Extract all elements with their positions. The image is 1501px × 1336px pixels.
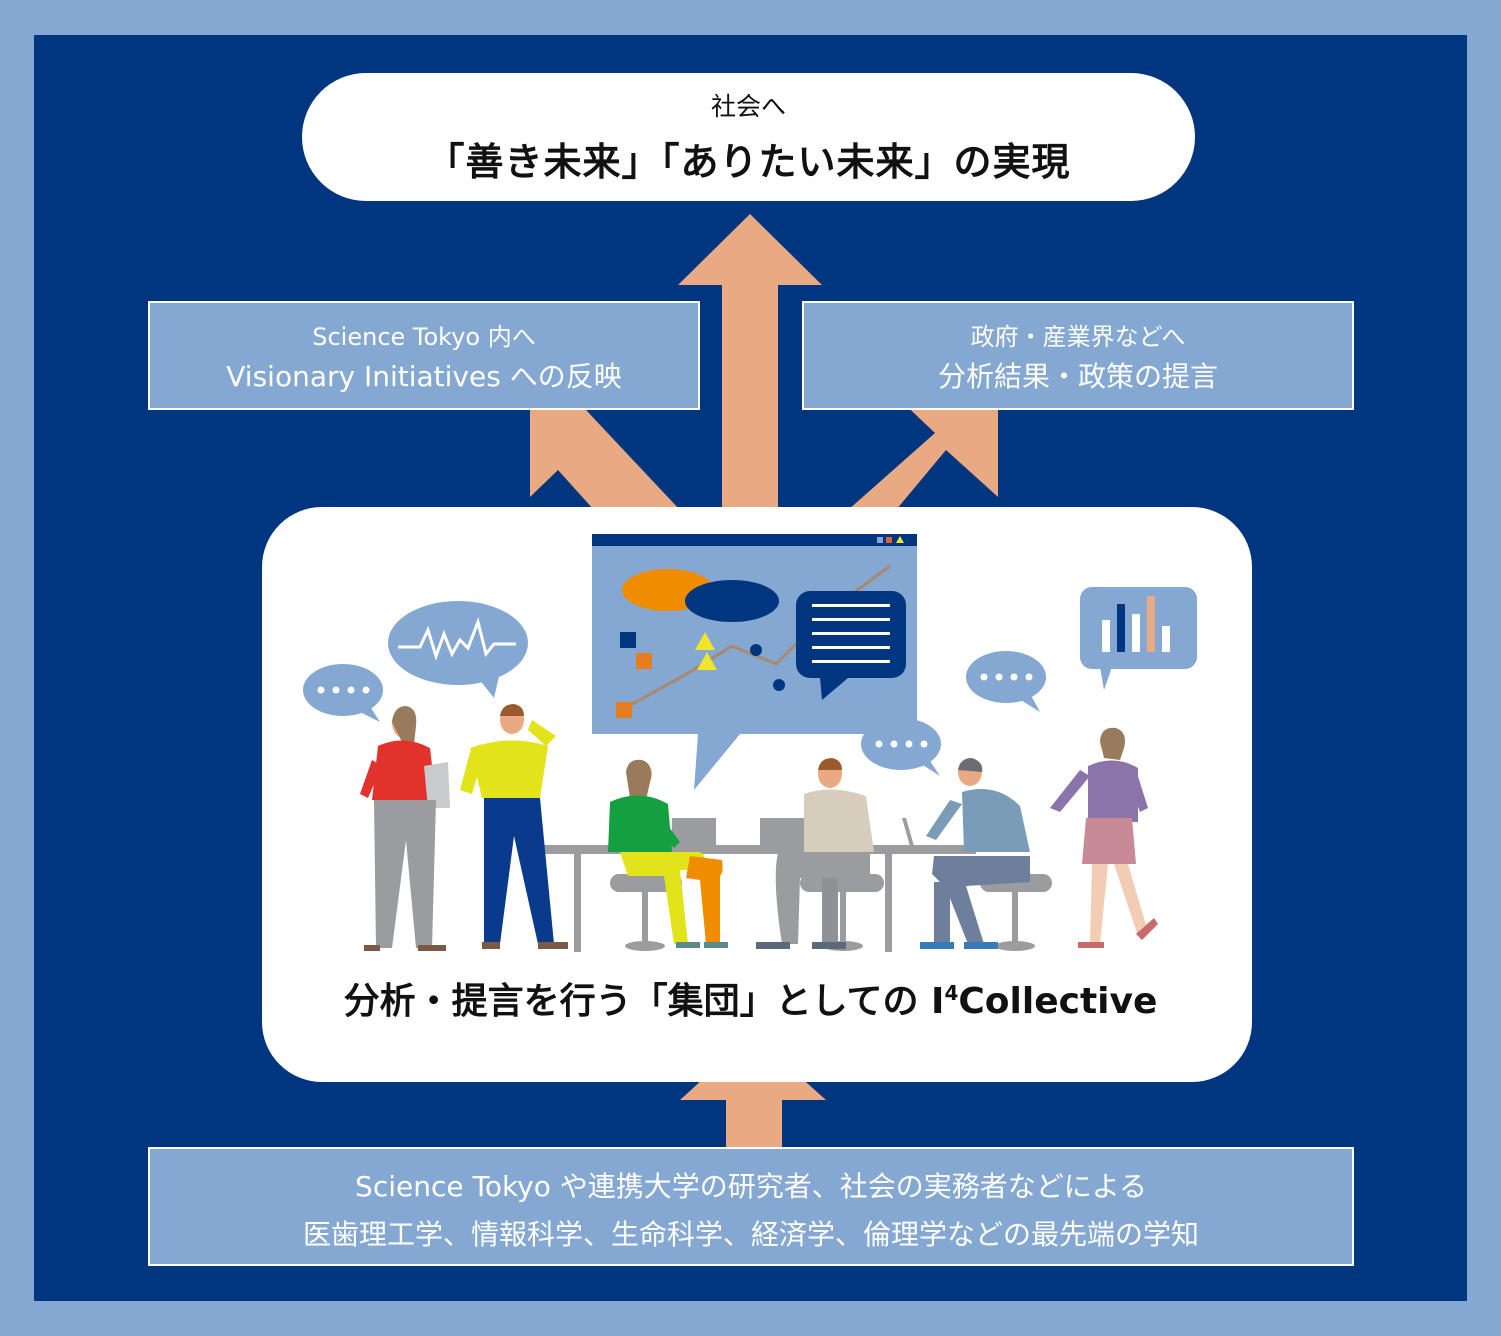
- arrow-up-bottom-icon: [680, 1034, 826, 1147]
- meeting-table-icon: [540, 818, 1052, 952]
- speech-bubble-icon: [303, 664, 383, 722]
- presentation-screen-icon: [592, 534, 917, 790]
- bottom-box-line1: Science Tokyo や連携大学の研究者、社会の実務者などによる: [355, 1170, 1147, 1203]
- right-box-line2: 分析結果・政策の提言: [937, 360, 1218, 393]
- arrow-up-right-icon: [848, 397, 998, 510]
- person-blue-shirt-icon: [920, 758, 1030, 949]
- bar-chart-bubble-icon: [1080, 587, 1197, 690]
- person-beige-top-icon: [756, 758, 874, 949]
- right-output-box: 政府・産業界などへ 分析結果・政策の提言: [802, 301, 1354, 410]
- bottom-box-line2: 医歯理工学、情報科学、生命科学、経済学、倫理学などの最先端の学知: [302, 1218, 1199, 1251]
- speech-bubble-icon: [966, 651, 1046, 712]
- speech-bubble-icon: [861, 718, 941, 776]
- person-green-top-icon: [608, 759, 728, 948]
- person-purple-top-icon: [1050, 727, 1158, 948]
- collective-title: 分析・提言を行う「集団」としての I4Collective: [0, 972, 1501, 1024]
- collective-title-superscript: 4: [944, 981, 959, 1005]
- goal-title: 「善き未来」「ありたい未来」の実現: [426, 140, 1071, 184]
- left-box-line2: Visionary Initiatives への反映: [226, 360, 622, 393]
- person-yellow-top-icon: [460, 704, 568, 949]
- collective-title-suffix: Collective: [958, 981, 1158, 1022]
- arrow-up-left-icon: [530, 397, 680, 510]
- left-output-box: Science Tokyo 内へ Visionary Initiatives へ…: [148, 301, 700, 410]
- pulse-bubble-icon: [388, 601, 528, 698]
- collective-title-prefix: 分析・提言を行う「集団」としての I: [343, 981, 945, 1022]
- person-red-top-icon: [360, 706, 450, 951]
- left-box-line1: Science Tokyo 内へ: [312, 323, 536, 351]
- goal-subtitle: 社会へ: [710, 92, 786, 121]
- arrow-up-icon: [678, 214, 822, 510]
- right-box-line1: 政府・産業界などへ: [970, 323, 1186, 351]
- knowledge-source-box: Science Tokyo や連携大学の研究者、社会の実務者などによる 医歯理工…: [148, 1147, 1354, 1266]
- goal-box: 社会へ 「善き未来」「ありたい未来」の実現: [302, 73, 1195, 201]
